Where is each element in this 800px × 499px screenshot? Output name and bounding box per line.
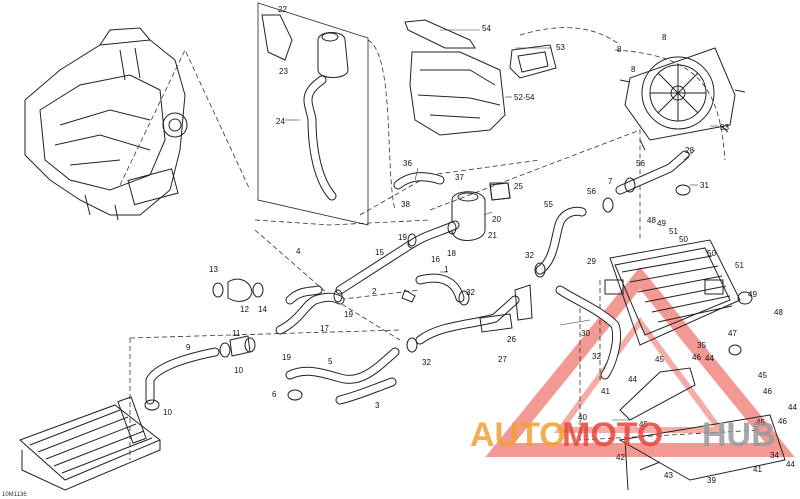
label-18: 18 <box>447 249 456 258</box>
label-33: 33 <box>720 123 729 132</box>
label-1: 1 <box>444 265 449 274</box>
label-50: 50 <box>707 249 716 258</box>
clamps <box>144 177 753 411</box>
label-43: 43 <box>664 471 673 480</box>
label-55: 55 <box>544 200 553 209</box>
label-47: 47 <box>728 329 737 338</box>
label-12: 12 <box>240 305 249 314</box>
airbox-assembly <box>404 19 557 136</box>
label-32: 32 <box>422 358 431 367</box>
reservoir-box <box>257 2 369 226</box>
label-46: 46 <box>778 417 787 426</box>
label-16: 16 <box>431 255 440 264</box>
label-44: 44 <box>628 375 637 384</box>
label-41: 41 <box>753 465 762 474</box>
label-56: 56 <box>636 159 645 168</box>
label-46: 46 <box>763 387 772 396</box>
label-36: 36 <box>403 159 412 168</box>
label-49: 49 <box>657 219 666 228</box>
label-53: 53 <box>556 43 565 52</box>
label-7: 7 <box>608 177 613 186</box>
radiator-core <box>604 239 741 346</box>
label-22: 22 <box>278 5 287 14</box>
label-38: 38 <box>401 200 410 209</box>
label-5: 5 <box>328 357 333 366</box>
label-37: 37 <box>455 173 464 182</box>
label-29: 29 <box>587 257 596 266</box>
label-50: 50 <box>679 235 688 244</box>
label-24: 24 <box>276 117 285 126</box>
label-52-54: 52-54 <box>514 93 535 102</box>
label-44: 44 <box>705 354 714 363</box>
label-21: 21 <box>488 231 497 240</box>
label-23: 23 <box>279 67 288 76</box>
label-32: 32 <box>592 352 601 361</box>
label-51: 51 <box>669 227 678 236</box>
label-31: 31 <box>700 181 709 190</box>
watermark-moto: MOTO <box>562 416 663 454</box>
label-48: 48 <box>647 216 656 225</box>
label-49: 49 <box>748 290 757 299</box>
engine-assembly <box>24 27 188 221</box>
label-10: 10 <box>163 408 172 417</box>
dashed-guides <box>119 27 761 460</box>
label-9: 9 <box>186 343 191 352</box>
label-25: 25 <box>514 182 523 191</box>
label-19: 19 <box>398 233 407 242</box>
label-10: 10 <box>234 366 243 375</box>
label-4: 4 <box>296 247 301 256</box>
watermark-auto: AUTO <box>470 416 566 454</box>
label-35: 35 <box>697 341 706 350</box>
label-8: 8 <box>617 45 622 54</box>
label-41: 41 <box>601 387 610 396</box>
label-51: 51 <box>735 261 744 270</box>
label-30: 30 <box>581 329 590 338</box>
label-8: 8 <box>631 65 636 74</box>
label-27: 27 <box>498 355 507 364</box>
label-8: 8 <box>662 33 667 42</box>
label-20: 20 <box>492 215 501 224</box>
label-17: 17 <box>320 324 329 333</box>
watermark-hub: HUB <box>702 416 776 454</box>
hoses <box>145 150 690 405</box>
label-42: 42 <box>616 453 625 462</box>
label-15: 15 <box>375 248 384 257</box>
label-19: 19 <box>344 310 353 319</box>
label-44: 44 <box>788 403 797 412</box>
label-39: 39 <box>707 476 716 485</box>
label-19: 19 <box>282 353 291 362</box>
label-46: 46 <box>692 353 701 362</box>
label-14: 14 <box>258 305 267 314</box>
label-56: 56 <box>587 187 596 196</box>
label-13: 13 <box>209 265 218 274</box>
part-labels: 22 23 24 54 53 52-54 8 8 8 33 36 37 38 2… <box>2 5 797 498</box>
label-34: 34 <box>770 451 779 460</box>
radiator-fan <box>619 47 746 151</box>
brackets <box>479 284 786 491</box>
watermark-text: AUTO MOTO HUB <box>470 416 776 454</box>
watermark-triangle <box>485 266 795 457</box>
label-48: 48 <box>774 308 783 317</box>
label-44: 44 <box>786 460 795 469</box>
label-54: 54 <box>482 24 491 33</box>
diagram-code: 10M1136 <box>2 492 27 498</box>
leader-lines <box>285 29 718 421</box>
label-28: 28 <box>685 146 694 155</box>
label-6: 6 <box>272 390 277 399</box>
label-32: 32 <box>466 288 475 297</box>
label-45: 45 <box>655 355 664 364</box>
label-3: 3 <box>375 401 380 410</box>
label-26: 26 <box>507 335 516 344</box>
label-2: 2 <box>372 287 377 296</box>
label-45: 45 <box>758 371 767 380</box>
label-45: 45 <box>639 420 648 429</box>
label-40: 40 <box>578 413 587 422</box>
label-11: 11 <box>232 329 241 338</box>
heat-exchanger <box>19 396 161 491</box>
label-32: 32 <box>525 251 534 260</box>
label-45: 45 <box>756 418 765 427</box>
